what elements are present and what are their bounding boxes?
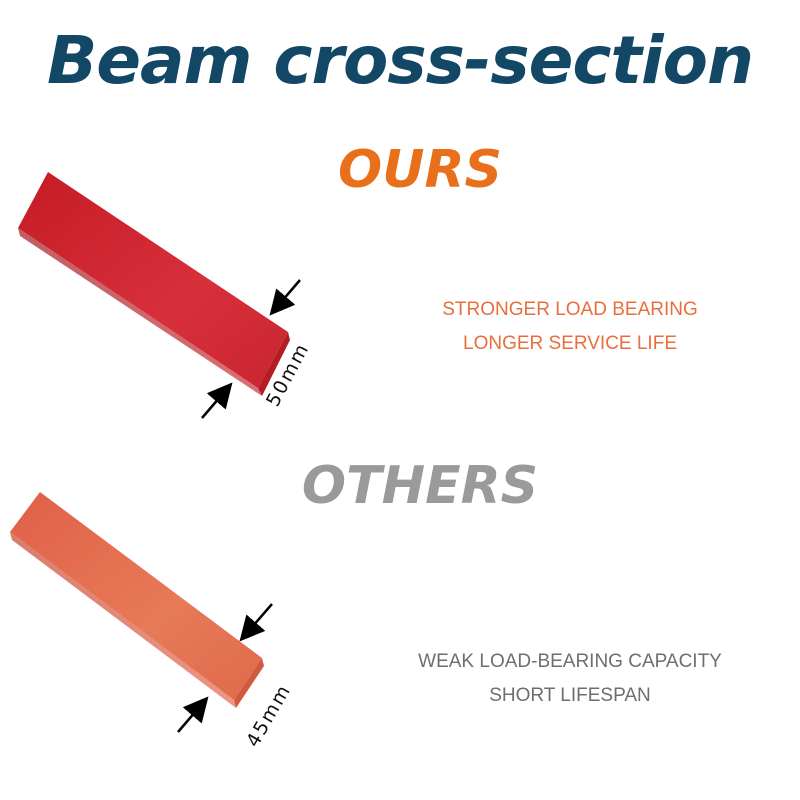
arrow-icon [269, 279, 301, 316]
arrow-icon [177, 696, 209, 733]
page-title: Beam cross-section [46, 22, 754, 99]
ours-beam [18, 172, 290, 396]
others-label: OTHERS [301, 456, 539, 516]
others-claims: WEAK LOAD-BEARING CAPACITY SHORT LIFESPA… [400, 645, 740, 713]
ours-claim-line: STRONGER LOAD BEARING [442, 299, 698, 320]
ours-claim-line: LONGER SERVICE LIFE [463, 333, 677, 354]
others-claim-line: SHORT LIFESPAN [489, 685, 651, 706]
arrow-icon [239, 603, 273, 642]
ours-claims: STRONGER LOAD BEARING LONGER SERVICE LIF… [430, 293, 710, 361]
arrow-icon [201, 382, 233, 419]
others-beam [10, 492, 264, 708]
others-claim-line: WEAK LOAD-BEARING CAPACITY [418, 651, 722, 672]
ours-label: OURS [338, 140, 502, 200]
